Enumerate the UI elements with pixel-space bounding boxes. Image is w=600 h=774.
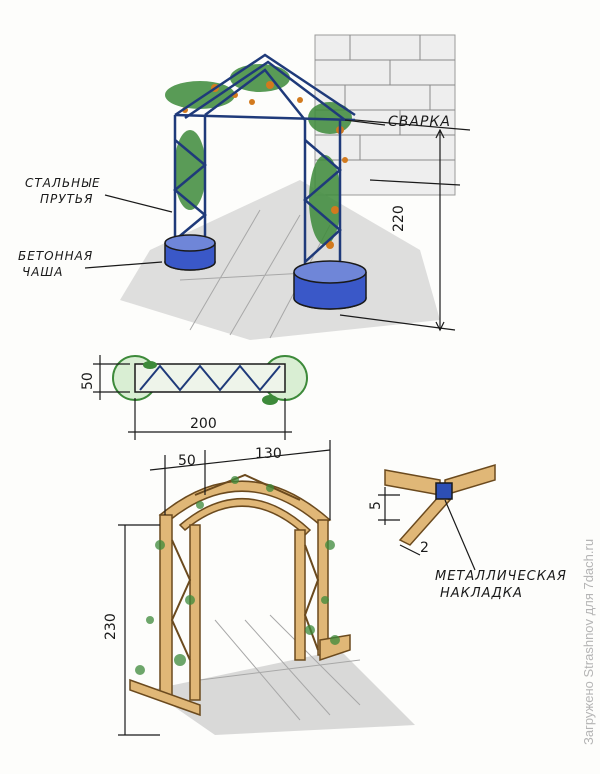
- steel-arch-frame: [173, 53, 356, 275]
- concrete-bowl-label: БЕТОННАЯ: [18, 249, 93, 263]
- wood-height-dim: 230: [103, 613, 119, 640]
- foliage-bottom: [135, 476, 340, 675]
- leader-lines-top: [84, 119, 386, 269]
- plan-dimensions: [93, 355, 292, 440]
- wooden-arch-frame: [129, 480, 351, 717]
- metal-plate-label-2: НАКЛАДКА: [440, 586, 523, 601]
- plan-depth-dim: 50: [80, 372, 96, 390]
- concrete-bowls: [164, 234, 367, 310]
- steel-rods-label: СТАЛЬНЫЕ: [25, 176, 101, 190]
- wood-width-dim: 130: [255, 446, 282, 462]
- wood-depth-dim: 50: [178, 453, 196, 469]
- plan-view: [112, 355, 308, 405]
- joint-section-dim: 5: [368, 501, 384, 510]
- joint-detail: [384, 463, 496, 546]
- wood-dimensions: [118, 440, 331, 736]
- arch-top-dimension: [339, 119, 471, 332]
- metal-plate-label: МЕТАЛЛИЧЕСКАЯ: [435, 569, 567, 584]
- watermark-text: Загружено Strashnov для 7dach.ru: [581, 539, 596, 745]
- joint-dimensions: [378, 487, 476, 571]
- steel-arch-height-dim: 220: [391, 205, 407, 232]
- steel-rods-label-2: ПРУТЬЯ: [40, 192, 93, 206]
- wooden-arch-shadow: [150, 614, 415, 735]
- joint-thickness-dim: 2: [420, 540, 429, 556]
- concrete-bowl-label-2: ЧАША: [22, 265, 63, 279]
- welding-label: СВАРКА: [388, 114, 451, 130]
- plan-width-dim: 200: [190, 416, 217, 432]
